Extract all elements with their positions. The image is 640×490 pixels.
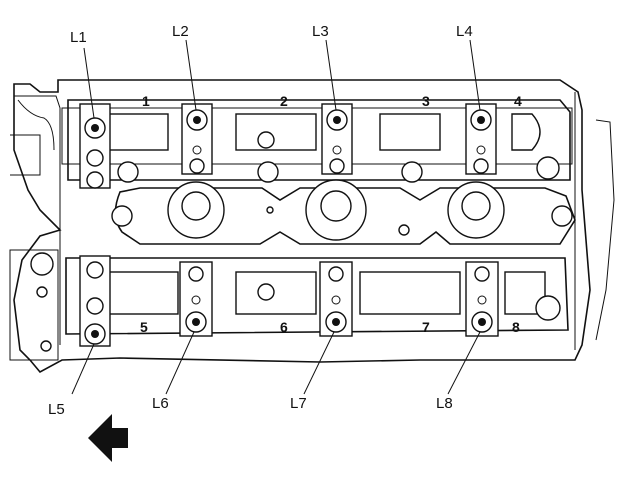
callout-l6: L6 — [152, 395, 169, 412]
bearing-number-2: 2 — [280, 93, 288, 109]
bearing-cap-3 — [321, 103, 353, 175]
bearing-number-1: 1 — [142, 93, 150, 109]
bearing-cap-8 — [465, 261, 499, 337]
callout-l3: L3 — [312, 23, 329, 40]
front-arrow-icon — [88, 414, 128, 462]
bearing-number-4: 4 — [514, 93, 522, 109]
bearing-cap-4 — [465, 103, 497, 175]
bearing-number-3: 3 — [422, 93, 430, 109]
bearing-cap-7 — [319, 261, 353, 337]
exhaust-camshaft — [65, 257, 569, 335]
callout-l5: L5 — [48, 401, 65, 418]
callout-l8: L8 — [436, 395, 453, 412]
bearing-number-5: 5 — [140, 319, 148, 335]
callout-leaders — [71, 39, 481, 395]
bearing-number-7: 7 — [422, 319, 430, 335]
intake-camshaft — [61, 99, 573, 181]
spark-plug-wells — [30, 156, 576, 352]
bearing-number-8: 8 — [512, 319, 520, 335]
bearing-cap-6 — [179, 261, 213, 337]
bearing-cap-2 — [181, 103, 213, 175]
bearing-cap-5 — [79, 255, 111, 347]
cylinder-head-outline — [9, 79, 615, 374]
callout-l4: L4 — [456, 23, 473, 40]
callout-l1: L1 — [70, 29, 87, 46]
bearing-number-6: 6 — [280, 319, 288, 335]
callout-l7: L7 — [290, 395, 307, 412]
callout-l2: L2 — [172, 23, 189, 40]
bearing-cap-1 — [79, 103, 111, 189]
